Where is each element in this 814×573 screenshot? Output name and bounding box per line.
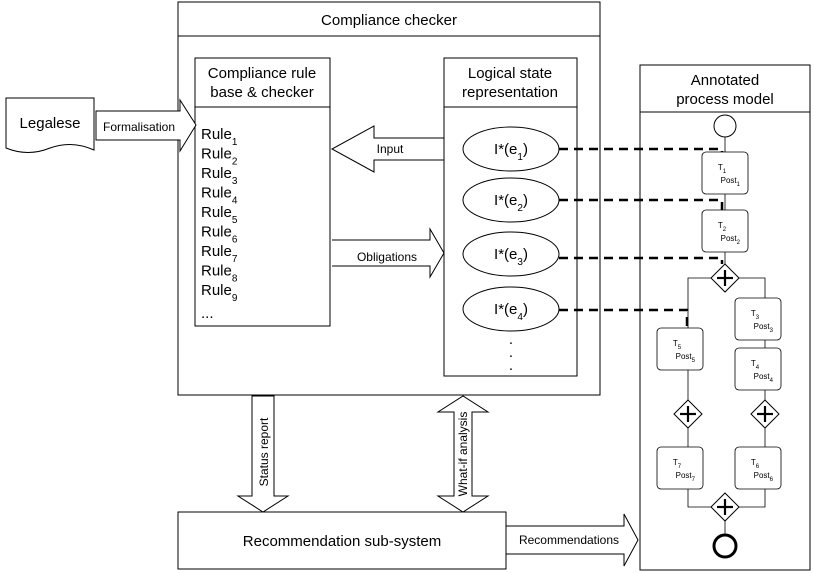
state-item: I*(e1)	[462, 126, 560, 172]
what-if-arrow	[436, 395, 490, 513]
rule-item: Rule6	[201, 224, 238, 246]
task-label: T5	[673, 339, 682, 351]
formalisation-arrow	[95, 98, 197, 153]
task-label: T2	[718, 221, 727, 233]
parallel-gateway-icon	[750, 399, 780, 429]
state-item: I*(e4)	[462, 286, 560, 332]
formalisation-label: Formalisation	[103, 120, 175, 134]
process-model-title-line2: process model	[676, 91, 774, 108]
rule-item: Rule2	[201, 146, 238, 168]
end-event-icon	[712, 533, 738, 559]
input-arrow	[330, 125, 445, 173]
legalese-label: Legalese	[20, 115, 81, 132]
rule-base-title-line1: Compliance rule	[208, 65, 316, 82]
annotation-link	[559, 308, 689, 328]
state-item: I*(e2)	[462, 177, 560, 223]
task-label: T3	[751, 309, 760, 321]
annotation-link	[559, 198, 724, 210]
compliance-checker-title: Compliance checker	[321, 12, 457, 29]
start-event-icon	[713, 114, 737, 138]
task-label: T1	[718, 163, 727, 175]
rule-base-box	[194, 57, 331, 327]
state-item: I*(e3)	[462, 231, 560, 277]
task-label: T4	[751, 359, 760, 371]
recommendation-subsystem-box	[177, 511, 507, 570]
status-report-arrow	[236, 395, 290, 513]
annotation-link	[559, 147, 724, 152]
process-gateways	[673, 263, 780, 522]
parallel-gateway-icon	[673, 399, 703, 429]
rule-item: Rule4	[201, 185, 238, 207]
logical-state-title-line2: representation	[462, 84, 558, 101]
state-more-dot: .	[509, 344, 513, 361]
rule-item: Rule1	[201, 126, 238, 148]
task-label: T6	[751, 458, 760, 470]
state-more-dot: .	[509, 331, 513, 348]
parallel-gateway-icon	[710, 492, 740, 522]
rule-list-more: ...	[201, 305, 214, 322]
rule-base-title-line2: base & checker	[210, 84, 313, 101]
input-label: Input	[377, 142, 404, 156]
task-label: T7	[673, 458, 682, 470]
state-list-more: ...	[509, 331, 513, 374]
state-list: I*(e1) I*(e2) I*(e3) I*(e4)	[462, 126, 560, 332]
parallel-gateway-icon	[710, 263, 740, 293]
process-flow-lines	[687, 137, 766, 535]
logical-state-title-line1: Logical state	[468, 65, 552, 82]
annotation-link	[559, 256, 724, 264]
status-report-label: Status report	[257, 417, 271, 486]
process-model-title-line1: Annotated	[691, 72, 759, 89]
annotation-links	[559, 147, 724, 328]
state-ellipse	[462, 231, 560, 277]
what-if-label: What-if analysis	[456, 412, 470, 497]
rule-item: Rule5	[201, 204, 238, 226]
recommendation-subsystem-label: Recommendation sub-system	[243, 533, 441, 550]
rule-item: Rule9	[201, 282, 238, 304]
obligations-arrow	[332, 227, 445, 279]
rule-item: Rule7	[201, 243, 238, 265]
state-more-dot: .	[509, 357, 513, 374]
recommendations-label: Recommendations	[519, 533, 619, 547]
recommendations-arrow	[505, 513, 639, 567]
obligations-label: Obligations	[357, 250, 417, 264]
legalese-document-shape	[5, 97, 95, 153]
rule-item: Rule3	[201, 165, 238, 187]
rule-list: Rule1Rule2Rule3Rule4Rule5Rule6Rule7Rule8…	[201, 126, 238, 304]
rule-item: Rule8	[201, 263, 238, 285]
